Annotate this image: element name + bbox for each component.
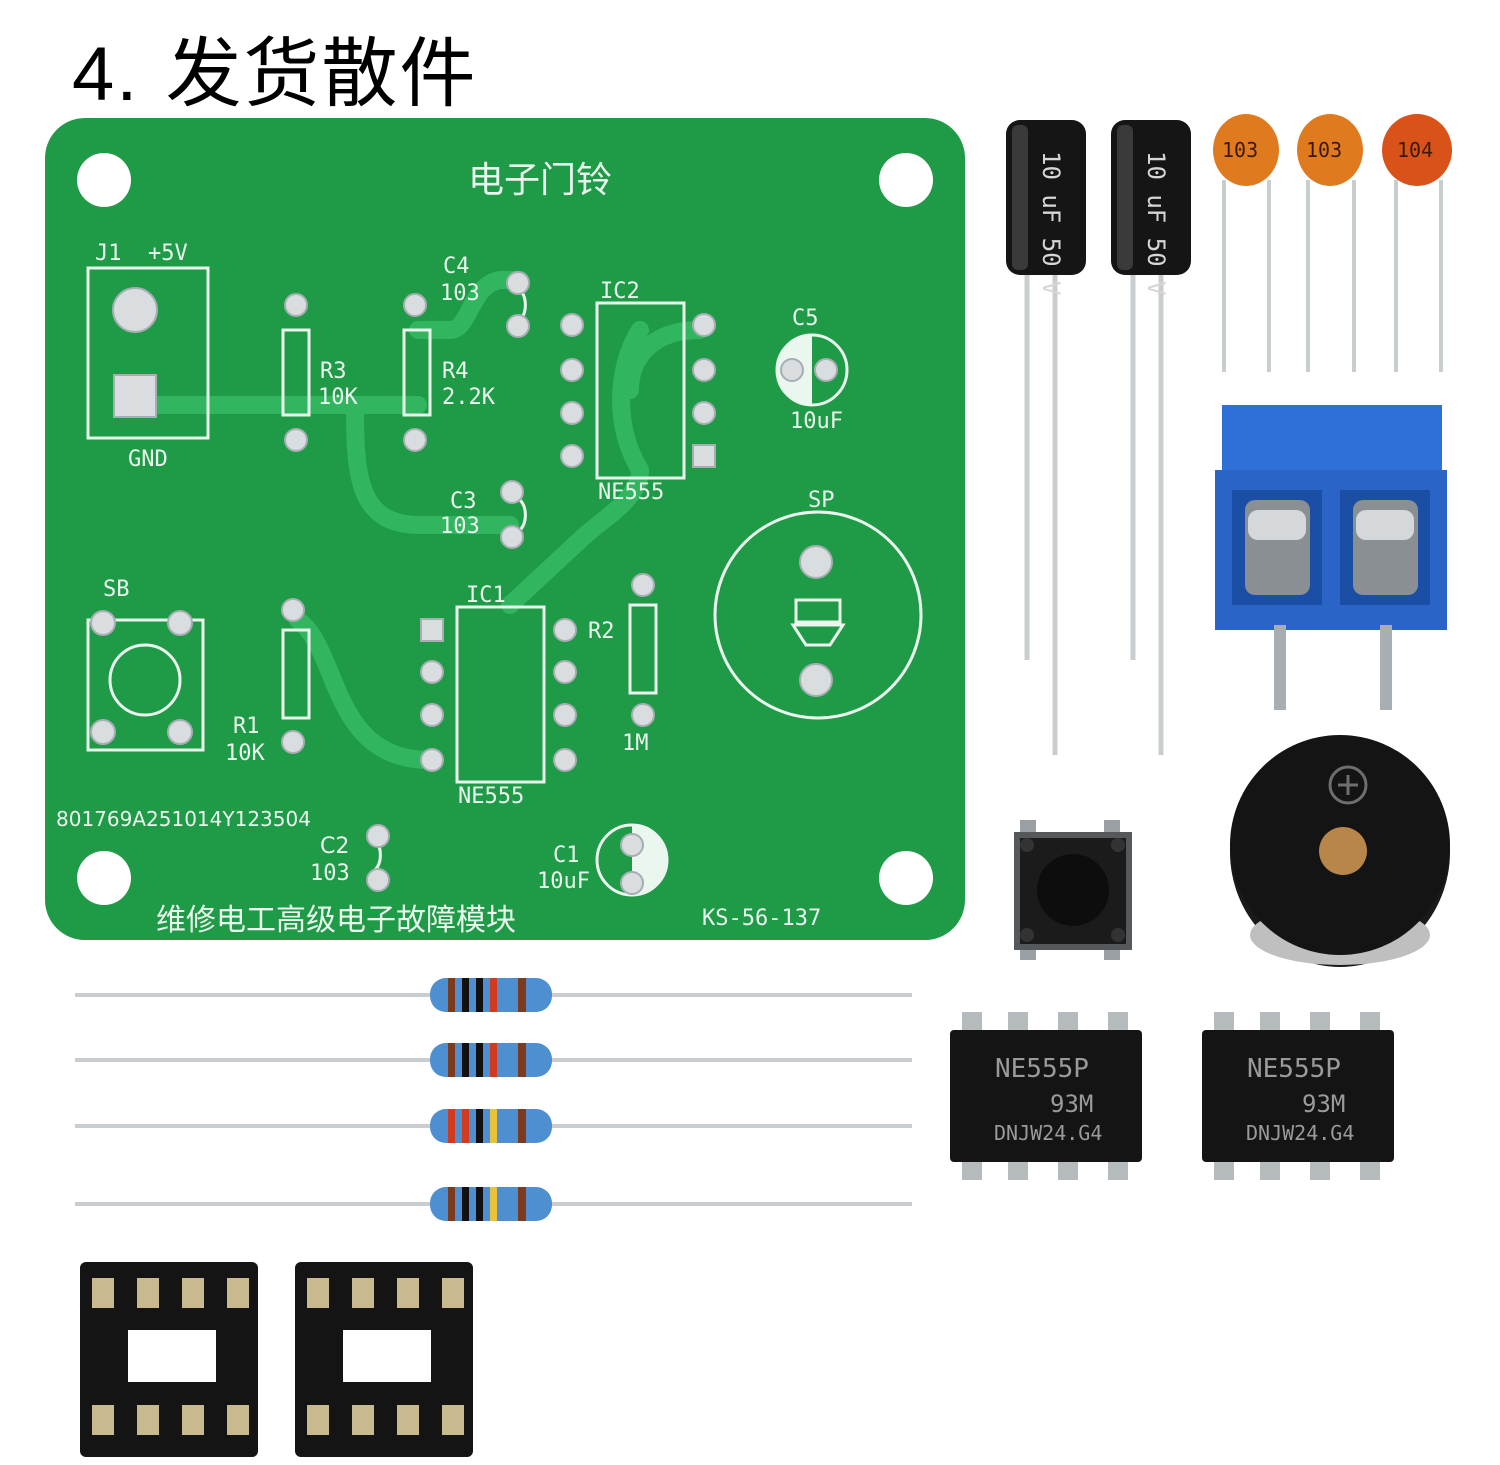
- mount-hole-icon: [77, 851, 131, 905]
- pcb-heading: 电子门铃: [468, 160, 612, 201]
- ne555-chip-2: NE555P 93M DNJW24.G4: [1202, 1012, 1394, 1180]
- ceramic-marking-3: 104: [1397, 138, 1433, 162]
- label-ic1: IC1: [466, 583, 506, 608]
- chip2-line2: 93M: [1302, 1090, 1345, 1118]
- chip1-line3: DNJW24.G4: [994, 1121, 1102, 1145]
- label-sp: SP: [808, 488, 835, 513]
- label-r3-value: 10K: [318, 385, 358, 410]
- label-sb: SB: [103, 577, 130, 602]
- pcb-footer: 维修电工高级电子故障模块: [156, 903, 516, 938]
- title-number: 4.: [72, 32, 140, 117]
- ic-socket-1: [80, 1262, 258, 1457]
- label-r1: R1: [233, 714, 260, 739]
- label-c1: C1: [553, 843, 580, 868]
- ceramic-capacitor-1: 103: [1213, 114, 1279, 372]
- label-r1-value: 10K: [225, 741, 265, 766]
- electrolytic-capacitor-2: 10 uF 50 V: [1111, 120, 1191, 755]
- label-c5: C5: [792, 306, 819, 331]
- label-r2-value: 1M: [622, 731, 649, 756]
- push-button: [1014, 820, 1132, 960]
- title-text: 发货散件: [165, 29, 478, 118]
- label-c2-value: 103: [310, 861, 350, 886]
- label-c4: C4: [443, 254, 470, 279]
- label-r3: R3: [320, 359, 347, 384]
- chip1-line2: 93M: [1050, 1090, 1093, 1118]
- buzzer: [1230, 735, 1450, 967]
- ic-socket-2: [295, 1262, 473, 1457]
- chip2-line1: NE555P: [1247, 1054, 1341, 1084]
- mount-hole-icon: [879, 851, 933, 905]
- label-ic1-value: NE555: [458, 784, 524, 809]
- mount-hole-icon: [77, 153, 131, 207]
- pcb-model: KS-56-137: [702, 906, 821, 931]
- resistor-3: [75, 1109, 912, 1143]
- mount-hole-icon: [879, 153, 933, 207]
- label-ic2-value: NE555: [598, 480, 664, 505]
- label-c3-value: 103: [440, 514, 480, 539]
- ceramic-marking-1: 103: [1222, 138, 1258, 162]
- ceramic-capacitor-2: 103: [1297, 114, 1363, 372]
- label-r4-value: 2.2K: [442, 385, 496, 410]
- label-5v: +5V: [148, 241, 188, 266]
- page-title: 4. 发货散件: [72, 12, 478, 122]
- cap-marking-1: 10 uF 50 V: [1037, 151, 1065, 296]
- electrolytic-capacitor-1: 10 uF 50 V: [1006, 120, 1086, 755]
- chip2-line3: DNJW24.G4: [1246, 1121, 1354, 1145]
- serial-number: 801769A251014Y123504: [56, 807, 311, 831]
- label-j1: J1: [95, 241, 122, 266]
- label-c5-value: 10uF: [790, 409, 843, 434]
- label-r2: R2: [588, 619, 615, 644]
- cap-marking-2: 10 uF 50 V: [1142, 151, 1170, 296]
- ne555-chip-1: NE555P 93M DNJW24.G4: [950, 1012, 1142, 1180]
- resistor-4: [75, 1187, 912, 1221]
- ceramic-marking-2: 103: [1306, 138, 1342, 162]
- label-c2: C2: [320, 834, 349, 859]
- ceramic-capacitor-3: 104: [1382, 114, 1452, 372]
- resistor-1: [75, 978, 912, 1012]
- label-r4: R4: [442, 359, 469, 384]
- pcb-board: 电子门铃 J1 +5V GND R3 10K R4 2.2K C4 103 IC…: [45, 118, 965, 940]
- terminal-block: [1215, 405, 1447, 710]
- resistor-2: [75, 1043, 912, 1077]
- label-c4-value: 103: [440, 281, 480, 306]
- label-c1-value: 10uF: [537, 869, 590, 894]
- plus-icon: [1328, 765, 1368, 805]
- label-ic2: IC2: [600, 279, 640, 304]
- label-gnd: GND: [128, 447, 168, 472]
- label-c3: C3: [450, 489, 477, 514]
- chip1-line1: NE555P: [995, 1054, 1089, 1084]
